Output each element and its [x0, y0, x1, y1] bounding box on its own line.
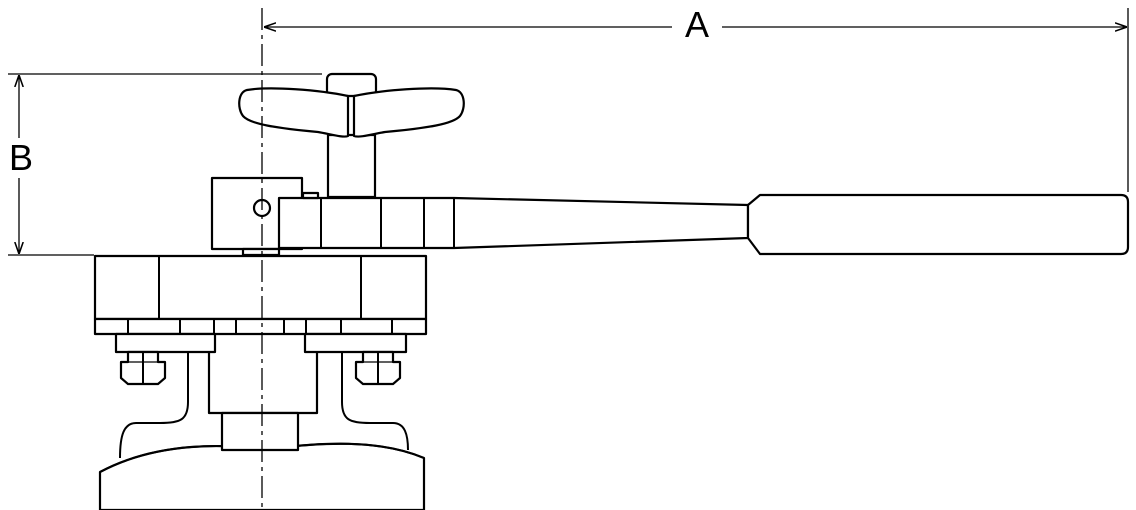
clamp-plate-left — [114, 332, 217, 354]
dimension-a: A — [264, 4, 1129, 192]
hex-nut-right — [354, 350, 402, 386]
clamp-plate-right — [303, 332, 408, 354]
dimension-a-label: A — [685, 4, 709, 45]
hex-nut-left — [119, 350, 167, 386]
dimension-b-label-background — [4, 138, 38, 178]
clamp-base — [93, 254, 428, 336]
dimension-b: B — [4, 73, 322, 256]
valve-stem — [207, 331, 319, 452]
wrench-arm — [277, 191, 750, 250]
dimension-b-label: B — [9, 137, 33, 178]
wrench-handle-grip — [746, 193, 1130, 256]
